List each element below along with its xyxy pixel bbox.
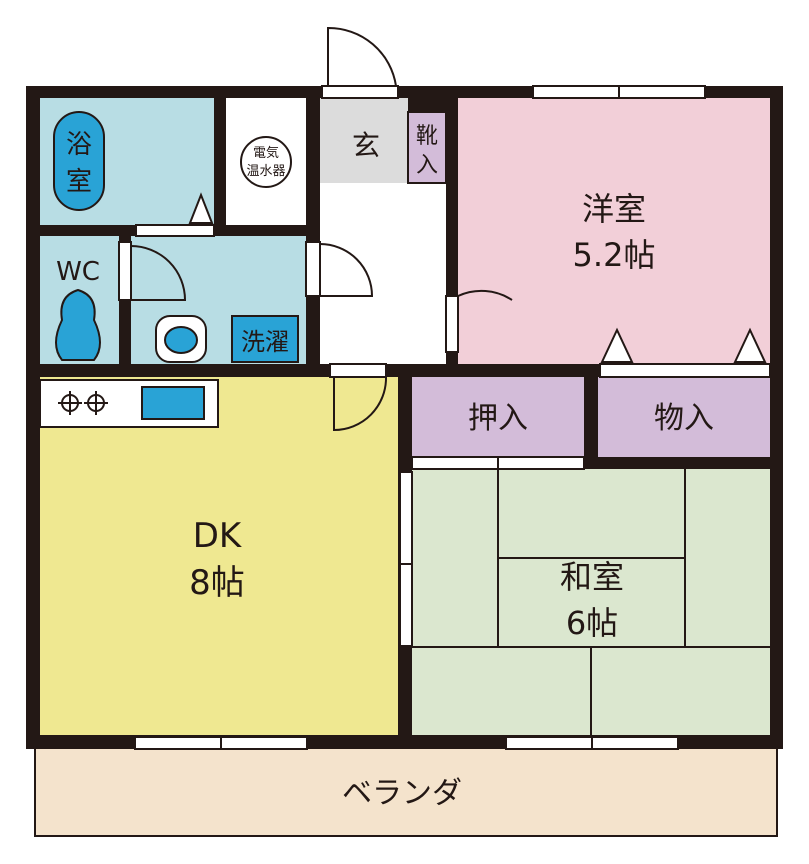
western-room — [458, 98, 770, 364]
veranda-label: ベランダ — [342, 776, 462, 811]
washing-label: 洗濯 — [241, 328, 289, 356]
veranda — [34, 744, 778, 837]
washing-machine-box — [231, 315, 299, 363]
doors — [118, 26, 513, 432]
door-markers — [188, 192, 767, 363]
storage-label: 物入 — [654, 401, 714, 436]
japanese-room-size: 6帖 — [566, 604, 618, 642]
washbasin-bowl — [164, 326, 198, 354]
bath-label-2: 室 — [66, 167, 92, 197]
dk-room — [40, 377, 398, 735]
closet-label: 押入 — [468, 401, 528, 436]
closet-oshiire — [412, 377, 584, 457]
bath-label: 浴 — [66, 130, 92, 160]
shoe-closet — [408, 112, 446, 183]
windows — [134, 85, 771, 750]
western-room-size: 5.2帖 — [573, 236, 656, 274]
entrance-label: 玄 — [352, 129, 380, 162]
sink-icon — [141, 386, 205, 420]
bathtub-icon — [53, 111, 105, 211]
water-heater-icon — [240, 136, 292, 188]
stove-burner-icon — [58, 391, 108, 415]
western-room-name: 洋室 — [582, 190, 646, 228]
water-heater-label: 電気 — [253, 145, 279, 161]
shoe-closet-label-2: 入 — [416, 153, 438, 178]
water-heater-label-2: 温水器 — [246, 164, 285, 179]
entrance — [320, 98, 408, 183]
shoe-closet-border — [407, 111, 447, 184]
storage-closet — [598, 377, 770, 457]
wc-label: WC — [56, 257, 100, 287]
tatami-lines — [412, 469, 770, 735]
hall — [320, 183, 446, 364]
toilet-icon — [55, 288, 101, 361]
shoe-closet-label: 靴 — [416, 124, 438, 149]
dk-room-size: 8帖 — [189, 563, 245, 603]
japanese-room-name: 和室 — [560, 558, 624, 596]
dk-room-name: DK — [193, 516, 243, 556]
